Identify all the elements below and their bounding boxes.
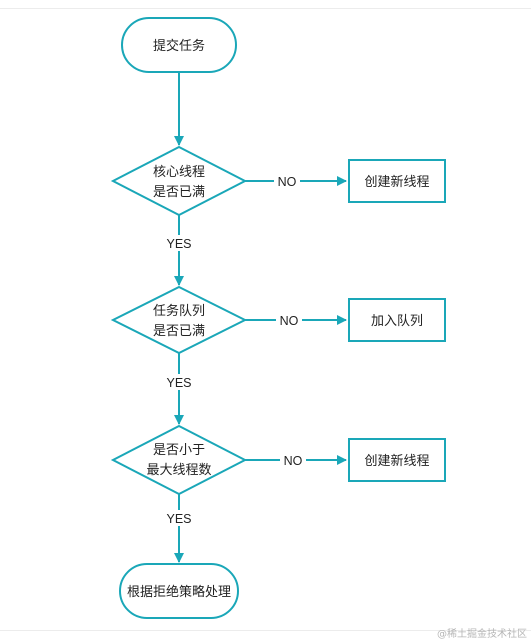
start-node: 提交任务 bbox=[121, 17, 237, 73]
edge-label-no-3: NO bbox=[284, 454, 303, 468]
bottom-divider bbox=[0, 630, 531, 631]
edge-label-bg bbox=[280, 452, 306, 468]
decision-max-threads-line1: 是否小于 bbox=[153, 443, 205, 458]
edge-label-bg bbox=[164, 235, 194, 251]
decision-core-threads: 核心线程 是否已满 bbox=[110, 145, 248, 217]
decision-max-threads-line2: 最大线程数 bbox=[146, 463, 211, 478]
edge-label-yes-3: YES bbox=[166, 512, 191, 526]
action-create-thread-2: 创建新线程 bbox=[348, 438, 446, 482]
decision-task-queue: 任务队列 是否已满 bbox=[110, 285, 248, 355]
action-create-thread-1-label: 创建新线程 bbox=[364, 174, 429, 190]
edge-label-no-1: NO bbox=[278, 175, 297, 189]
start-node-label: 提交任务 bbox=[153, 38, 205, 54]
action-create-thread-1: 创建新线程 bbox=[348, 159, 446, 203]
decision-task-queue-line2: 是否已满 bbox=[153, 324, 205, 339]
edge-label-bg bbox=[164, 510, 194, 526]
action-add-to-queue: 加入队列 bbox=[348, 298, 446, 342]
action-add-to-queue-label: 加入队列 bbox=[371, 314, 423, 329]
edge-label-no-2: NO bbox=[280, 314, 299, 328]
edge-label-bg bbox=[274, 173, 300, 189]
end-node: 根据拒绝策略处理 bbox=[119, 563, 239, 619]
top-divider bbox=[0, 8, 531, 9]
action-create-thread-2-label: 创建新线程 bbox=[364, 453, 429, 469]
edge-label-yes-1: YES bbox=[166, 237, 191, 251]
watermark: @稀土掘金技术社区 bbox=[437, 629, 527, 640]
edge-label-yes-2: YES bbox=[166, 376, 191, 390]
decision-core-threads-line2: 是否已满 bbox=[153, 185, 205, 200]
decision-core-threads-line1: 核心线程 bbox=[153, 165, 205, 180]
decision-task-queue-line1: 任务队列 bbox=[153, 303, 205, 319]
edge-label-bg bbox=[164, 374, 194, 390]
decision-max-threads: 是否小于 最大线程数 bbox=[110, 424, 248, 496]
edge-label-bg bbox=[276, 312, 302, 328]
end-node-label: 根据拒绝策略处理 bbox=[127, 584, 231, 600]
